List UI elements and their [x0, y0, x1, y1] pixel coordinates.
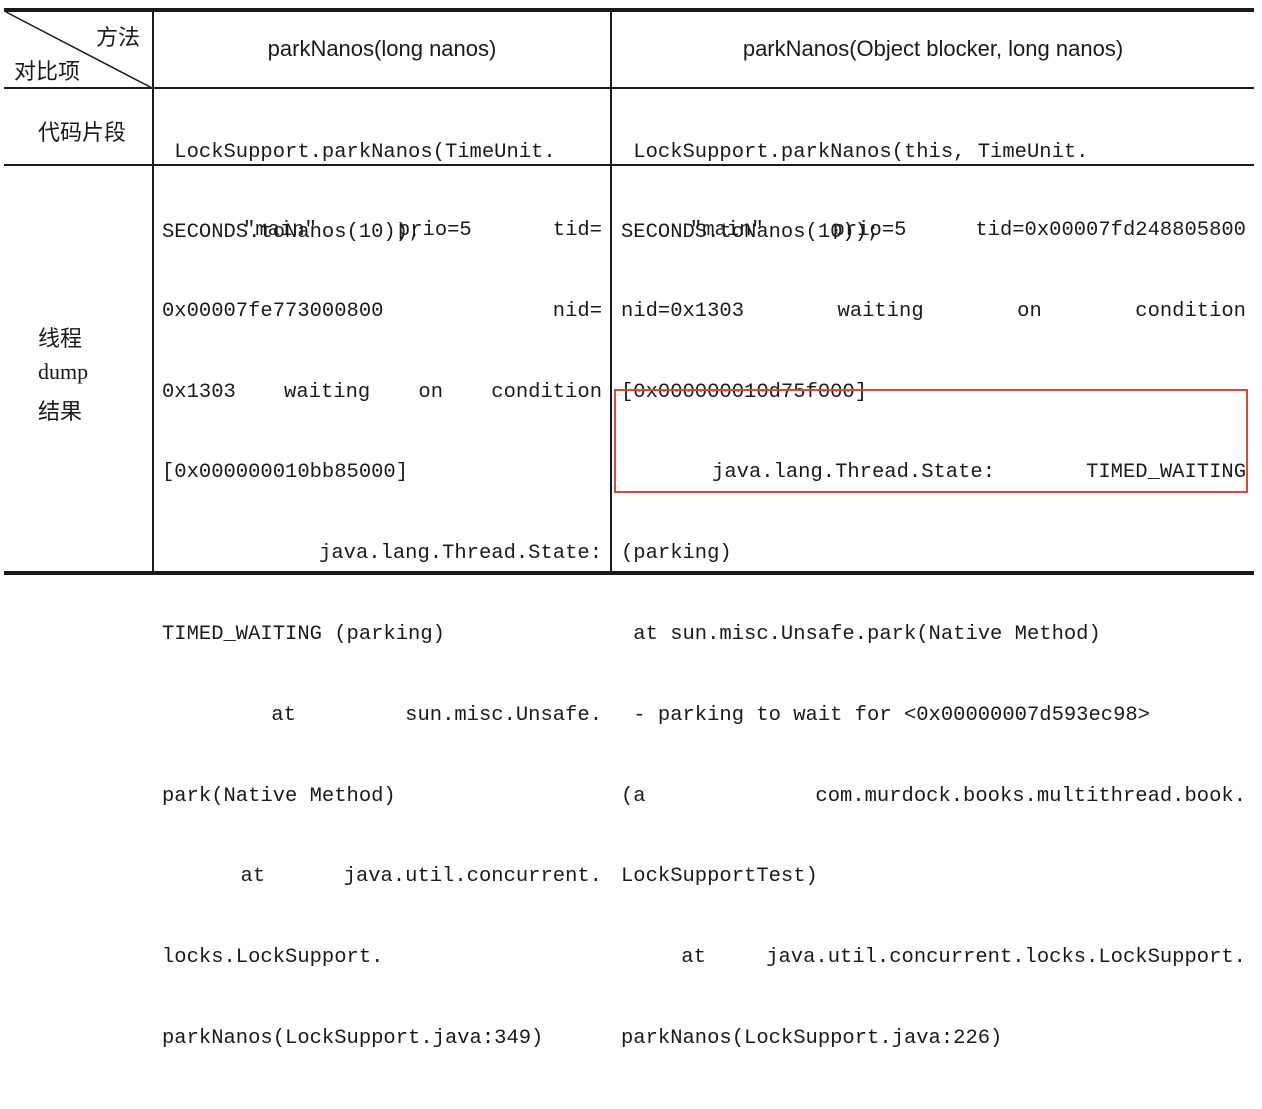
corner-header-method: 方法 [96, 26, 141, 51]
corner-header-comparison: 对比项 [14, 60, 81, 85]
column-header-1: parkNanos(long nanos) [267, 36, 497, 61]
dump-line: [0x000000010d75f000] [621, 380, 868, 404]
dump-line: java.lang.Thread.State: TIMED_WAITING [621, 461, 1246, 485]
row-divider [4, 164, 1254, 166]
code-line: LockSupport.parkNanos(this, TimeUnit. [621, 141, 1089, 164]
dump-line: "main" prio=5 tid=0x00007fd248805800 [621, 219, 1246, 242]
highlight-box [614, 389, 1248, 493]
comparison-table: 方法 对比项 parkNanos(long nanos) parkNanos(O… [4, 8, 1254, 1049]
dump-line: at java.util.concurrent.locks.LockSuppor… [621, 946, 1246, 970]
table-bottom-rule [4, 571, 1254, 575]
code-snippet-col2: LockSupport.parkNanos(this, TimeUnit. SE… [621, 98, 1246, 302]
header-rule [4, 87, 1254, 89]
dump-line: "main" prio=5 tid= [162, 219, 602, 242]
code-line: LockSupport.parkNanos(TimeUnit. [162, 141, 556, 164]
code-line: SECONDS.toNanos(10)); [621, 221, 880, 244]
corner-diagonal [5, 11, 153, 89]
code-line: SECONDS.toNanos(10)); [162, 221, 421, 244]
dump-line: java.lang.Thread.State: [162, 542, 602, 566]
dump-line: (parking) [621, 542, 732, 566]
dump-line: at sun.misc.Unsafe.park(Native Method) [621, 622, 1101, 646]
dump-line: parkNanos(LockSupport.java:349) [162, 1026, 544, 1050]
column-header-2: parkNanos(Object blocker, long nanos) [742, 36, 1124, 61]
dump-line: parkNanos(LockSupport.java:226) [621, 1026, 1003, 1050]
table-top-rule [4, 8, 1254, 12]
row-label-result: 结果 [38, 400, 83, 425]
dump-line: park(Native Method) [162, 784, 396, 808]
col-divider-2 [610, 10, 612, 573]
code-snippet-col1: LockSupport.parkNanos(TimeUnit. SECONDS.… [162, 98, 602, 302]
dump-text-col2: "main" prio=5 tid=0x00007fd248805800 nid… [621, 176, 1246, 1109]
row-label-thread: 线程 [38, 327, 83, 352]
dump-line: at java.util.concurrent. [162, 865, 602, 889]
dump-line: nid=0x1303 waiting on condition [621, 299, 1246, 323]
col-divider-1 [152, 10, 154, 573]
dump-line: at sun.misc.Unsafe. [162, 703, 602, 727]
row-label-code: 代码片段 [38, 121, 127, 146]
dump-text-col1: "main" prio=5 tid= 0x00007fe773000800 ni… [162, 176, 602, 1109]
dump-line: [0x000000010bb85000] [162, 461, 409, 485]
dump-line: locks.LockSupport. [162, 946, 384, 970]
dump-line: LockSupportTest) [621, 865, 818, 889]
dump-line: - parking to wait for <0x00000007d593ec9… [621, 703, 1150, 727]
dump-line: (a com.murdock.books.multithread.book. [621, 784, 1246, 808]
dump-line: TIMED_WAITING (parking) [162, 622, 445, 646]
row-label-dump: dump [38, 359, 89, 384]
dump-line: 0x1303 waiting on condition [162, 380, 602, 404]
dump-line: 0x00007fe773000800 nid= [162, 299, 602, 323]
